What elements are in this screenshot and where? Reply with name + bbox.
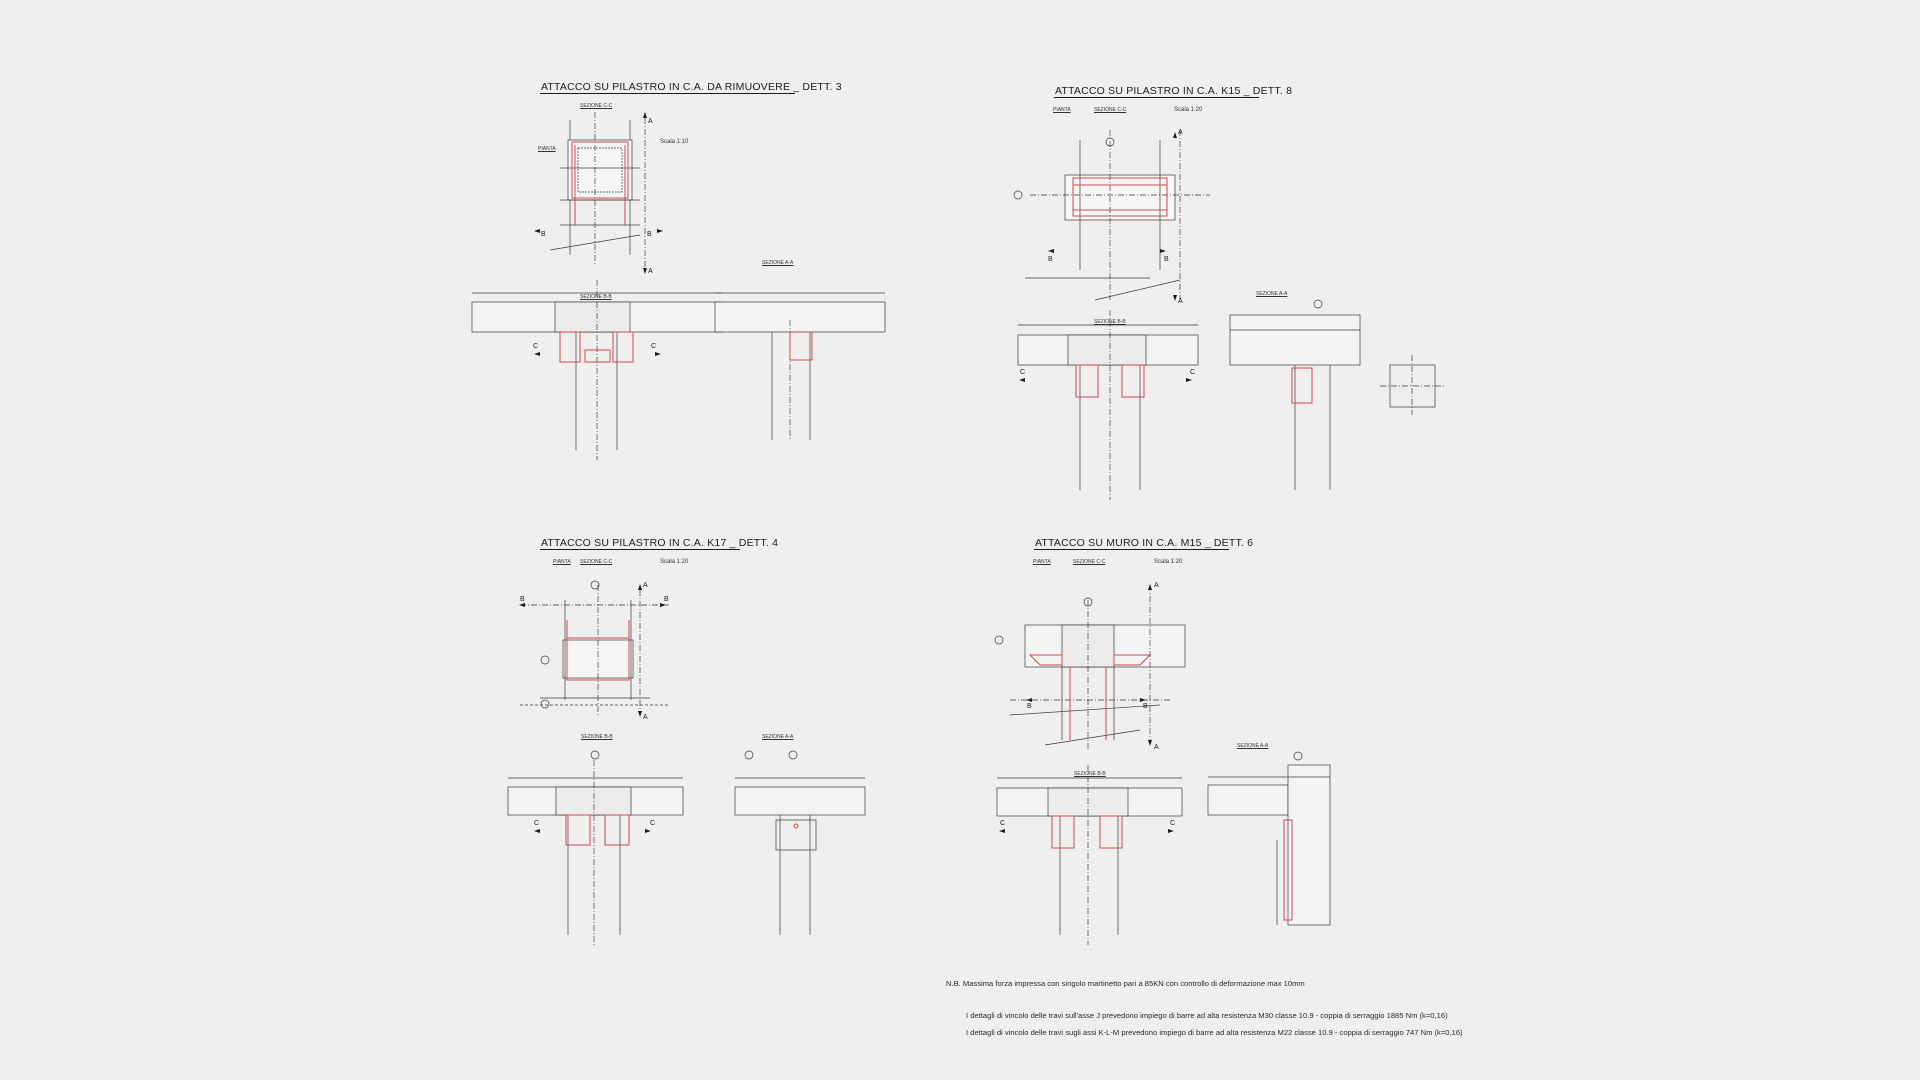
detail-6-view-cc: SEZIONE C-C bbox=[1073, 559, 1106, 565]
detail-8-view-pianta: PIANTA bbox=[1053, 107, 1071, 113]
detail-8-mark-c-left: C bbox=[1020, 369, 1025, 376]
detail-3-mark-a-bottom: A bbox=[648, 268, 653, 275]
detail-4-mark-b-right: B bbox=[664, 596, 669, 603]
detail-4-view-cc: SEZIONE C-C bbox=[580, 559, 613, 565]
detail-4-view-aa: SEZIONE A-A bbox=[762, 734, 794, 740]
note-asse-j: I dettagli di vincolo delle travi sull'a… bbox=[966, 1011, 1448, 1020]
detail-4-mark-a-top: A bbox=[643, 582, 648, 589]
detail-6-mark-b-right: B bbox=[1143, 703, 1148, 710]
detail-8-mark-a-bottom: A bbox=[1178, 298, 1183, 305]
detail-6-view-pianta: PIANTA bbox=[1033, 559, 1051, 565]
detail-4-scale: Scala 1:20 bbox=[660, 559, 689, 565]
detail-6-mark-a-bottom: A bbox=[1154, 744, 1159, 751]
detail-6-mark-c-right: C bbox=[1170, 820, 1175, 827]
detail-3-mark-c-left: C bbox=[533, 343, 538, 350]
detail-3-title: ATTACCO SU PILASTRO IN C.A. DA RIMUOVERE… bbox=[541, 81, 842, 93]
detail-4-view-pianta: PIANTA bbox=[553, 559, 571, 565]
detail-4-mark-c-right: C bbox=[650, 820, 655, 827]
detail-6-scale: Scala 1:20 bbox=[1154, 559, 1183, 565]
detail-3-mark-b-left: B bbox=[541, 231, 546, 238]
detail-3-mark-b-right: B bbox=[647, 231, 652, 238]
detail-8-mark-a-top: A bbox=[1178, 129, 1183, 136]
detail-3-scale: Scala 1:10 bbox=[660, 139, 689, 145]
detail-8-mark-b-left: B bbox=[1048, 256, 1053, 263]
detail-6-title: ATTACCO SU MURO IN C.A. M15 _ DETT. 6 bbox=[1035, 537, 1254, 549]
detail-4-title: ATTACCO SU PILASTRO IN C.A. K17 _ DETT. … bbox=[541, 537, 779, 549]
detail-6-title-underline bbox=[1034, 549, 1229, 550]
detail-3-view-cc: SEZIONE C-C bbox=[580, 103, 613, 109]
detail-3-view-pianta: PIANTA bbox=[538, 146, 556, 152]
detail-6-view-aa: SEZIONE A-A bbox=[1237, 743, 1269, 749]
detail-3-view-bb: SEZIONE B-B bbox=[580, 294, 612, 300]
detail-8-title: ATTACCO SU PILASTRO IN C.A. K15 _ DETT. … bbox=[1055, 85, 1293, 97]
note-assi-klm: I dettagli di vincolo delle travi sugli … bbox=[966, 1028, 1463, 1037]
detail-4-mark-b-left: B bbox=[520, 596, 525, 603]
detail-4-mark-a-bottom: A bbox=[643, 714, 648, 721]
detail-8-title-underline bbox=[1054, 97, 1259, 98]
detail-8-scale: Scala 1:20 bbox=[1174, 107, 1203, 113]
detail-4-mark-c-left: C bbox=[534, 820, 539, 827]
detail-6-mark-a-top: A bbox=[1154, 582, 1159, 589]
detail-6-view-bb: SEZIONE B-B bbox=[1074, 771, 1106, 777]
detail-4-view-bb: SEZIONE B-B bbox=[581, 734, 613, 740]
note-nb: N.B. Massima forza impressa con singolo … bbox=[946, 979, 1305, 988]
detail-6-mark-b-left: B bbox=[1027, 703, 1032, 710]
detail-3-title-underline bbox=[540, 93, 795, 94]
detail-8-mark-c-right: C bbox=[1190, 369, 1195, 376]
detail-4-title-underline bbox=[540, 549, 740, 550]
detail-3-view-aa: SEZIONE A-A bbox=[762, 260, 794, 266]
detail-3-mark-c-right: C bbox=[651, 343, 656, 350]
detail-8-view-aa: SEZIONE A-A bbox=[1256, 291, 1288, 297]
detail-8-view-cc: SEZIONE C-C bbox=[1094, 107, 1127, 113]
detail-3-mark-a-top: A bbox=[648, 118, 653, 125]
detail-8-mark-b-right: B bbox=[1164, 256, 1169, 263]
detail-6-mark-c-left: C bbox=[1000, 820, 1005, 827]
